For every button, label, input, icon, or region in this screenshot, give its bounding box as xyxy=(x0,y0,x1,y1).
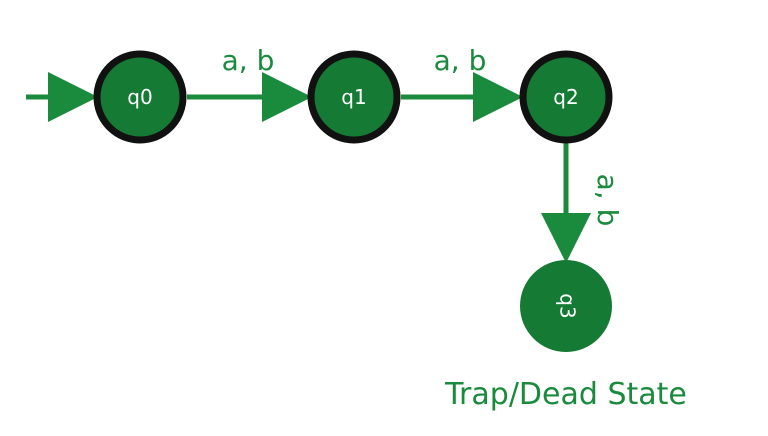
state-q2: q2 xyxy=(519,50,613,144)
transition-q0-q1-label: a, b xyxy=(222,44,275,77)
state-q0-circle xyxy=(93,50,187,144)
state-q3-circle xyxy=(520,260,612,352)
state-q0-label: q0 xyxy=(127,85,152,109)
state-q1: q1 xyxy=(307,50,401,144)
transition-q2-q3-label: a, b xyxy=(591,174,624,227)
transition-q1-q2-label: a, b xyxy=(434,44,487,77)
state-q2-label: q2 xyxy=(553,85,578,109)
state-q3: q3 xyxy=(520,260,612,352)
state-q1-circle xyxy=(307,50,401,144)
state-q2-circle xyxy=(519,50,613,144)
state-q0: q0 xyxy=(93,50,187,144)
trap-dead-state-caption: Trap/Dead State xyxy=(444,377,687,412)
state-q1-label: q1 xyxy=(341,85,366,109)
state-q3-label: q3 xyxy=(556,293,580,318)
